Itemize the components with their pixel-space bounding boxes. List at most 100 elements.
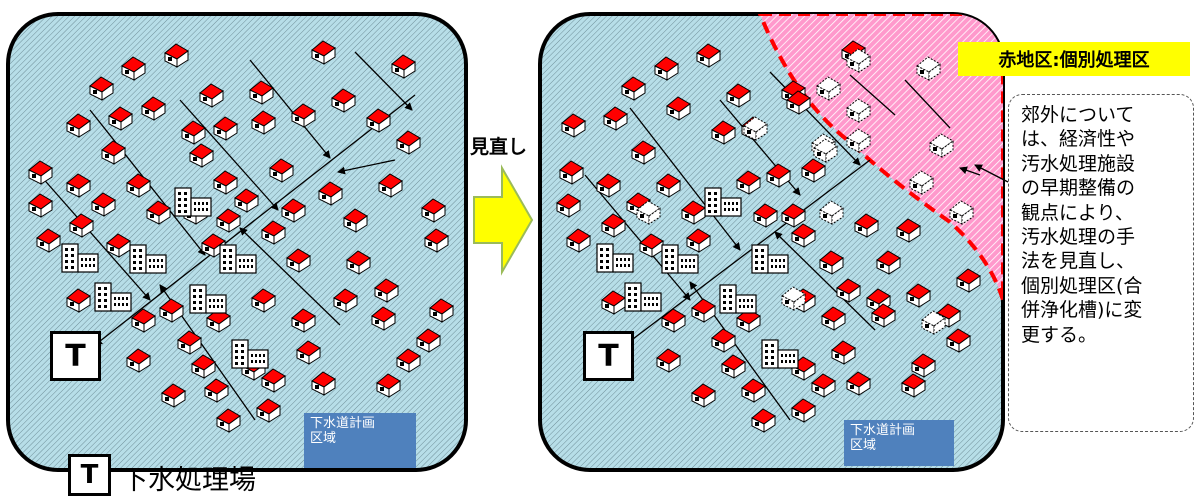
house-icon	[291, 103, 316, 128]
house-icon	[213, 116, 238, 141]
house-icon	[753, 203, 778, 228]
left-sewer-area	[6, 12, 468, 472]
house-icon	[146, 200, 171, 225]
building-icon	[174, 187, 212, 217]
house-icon	[28, 193, 53, 218]
house-icon	[726, 83, 751, 108]
note-line: 法を見直し、	[1021, 250, 1136, 273]
house-icon	[159, 298, 184, 323]
house-icon	[126, 173, 151, 198]
house-icon	[269, 158, 294, 183]
house-icon	[249, 80, 274, 105]
house-icon	[621, 76, 646, 101]
house-icon	[189, 143, 214, 168]
septic-house-icon	[921, 310, 946, 335]
house-icon	[601, 290, 626, 315]
area-label-line: 区域	[850, 438, 877, 453]
house-icon	[681, 200, 706, 225]
house-icon	[686, 228, 711, 253]
house-icon	[819, 250, 844, 275]
right-buildings	[596, 187, 799, 369]
red-zone-label: 赤地区:個別処理区	[958, 42, 1190, 76]
house-icon	[191, 354, 216, 379]
area-label-line: 下水道計画	[850, 423, 916, 438]
building-icon	[624, 282, 662, 312]
house-icon	[421, 198, 446, 223]
septic-house-icon	[816, 76, 841, 101]
house-icon	[69, 213, 94, 238]
house-icon	[251, 110, 276, 135]
house-icon	[346, 250, 371, 275]
left-area-label: 下水道計画 区域	[304, 413, 416, 468]
house-icon	[876, 250, 901, 275]
house-icon	[391, 54, 416, 79]
house-icon	[213, 170, 238, 195]
house-icon	[424, 228, 449, 253]
building-icon	[189, 284, 227, 314]
house-icon	[28, 160, 53, 185]
house-icon	[234, 188, 259, 213]
septic-house-icon	[846, 98, 871, 123]
house-icon	[781, 203, 806, 228]
septic-house-icon	[813, 138, 838, 163]
arrow-label: 見直し	[470, 136, 528, 158]
building-icon	[219, 244, 257, 274]
house-icon	[603, 106, 628, 131]
right-area-label: 下水道計画 区域	[844, 420, 954, 466]
septic-tank-houses	[636, 48, 974, 335]
septic-house-icon	[846, 128, 871, 153]
house-icon	[691, 383, 716, 408]
note-line: 観点により、	[1021, 201, 1134, 224]
house-icon	[108, 106, 133, 131]
explanation-note: 郊外について は、経済性や 汚水処理施設 の早期整備の 観点により、 汚水処理の…	[1008, 94, 1194, 432]
septic-house-icon	[819, 200, 844, 225]
house-icon	[696, 43, 721, 68]
house-icon	[601, 213, 626, 238]
house-icon	[396, 130, 421, 155]
house-icon	[691, 298, 716, 323]
septic-house-icon	[916, 56, 941, 81]
left-houses	[28, 40, 454, 433]
left-buildings	[61, 187, 269, 369]
house-icon	[331, 88, 356, 113]
house-icon	[896, 218, 921, 243]
house-icon	[311, 371, 336, 396]
house-icon	[791, 223, 816, 248]
house-icon	[786, 90, 811, 115]
house-icon	[416, 328, 441, 353]
house-icon	[911, 353, 936, 378]
note-line: 郊外について	[1021, 104, 1135, 126]
legend-label: 下水処理場	[121, 465, 256, 496]
left-sewer-pipes	[39, 51, 416, 421]
house-icon	[374, 278, 399, 303]
right-sewer-pipes	[584, 71, 981, 421]
house-icon	[721, 354, 746, 379]
house-icon	[36, 228, 61, 253]
house-icon	[256, 398, 281, 423]
house-icon	[846, 371, 871, 396]
septic-house-icon	[909, 170, 934, 195]
house-icon	[204, 378, 229, 403]
house-icon	[101, 140, 126, 165]
house-icon	[311, 40, 336, 65]
house-icon	[89, 76, 114, 101]
building-icon	[719, 284, 757, 314]
septic-house-icon	[846, 48, 871, 73]
house-icon	[566, 228, 591, 253]
house-icon	[766, 163, 791, 188]
house-icon	[559, 160, 584, 185]
house-icon	[639, 233, 664, 258]
house-icon	[871, 303, 896, 328]
septic-house-icon	[636, 200, 661, 225]
house-icon	[666, 96, 691, 121]
house-icon	[261, 220, 286, 245]
house-icon	[741, 378, 766, 403]
note-pointer	[974, 164, 1009, 183]
area-label-line: 区域	[310, 431, 337, 446]
house-icon	[216, 408, 241, 433]
house-icon	[66, 288, 91, 313]
house-icon	[121, 56, 146, 81]
house-icon	[177, 330, 202, 355]
house-icon	[164, 43, 189, 68]
